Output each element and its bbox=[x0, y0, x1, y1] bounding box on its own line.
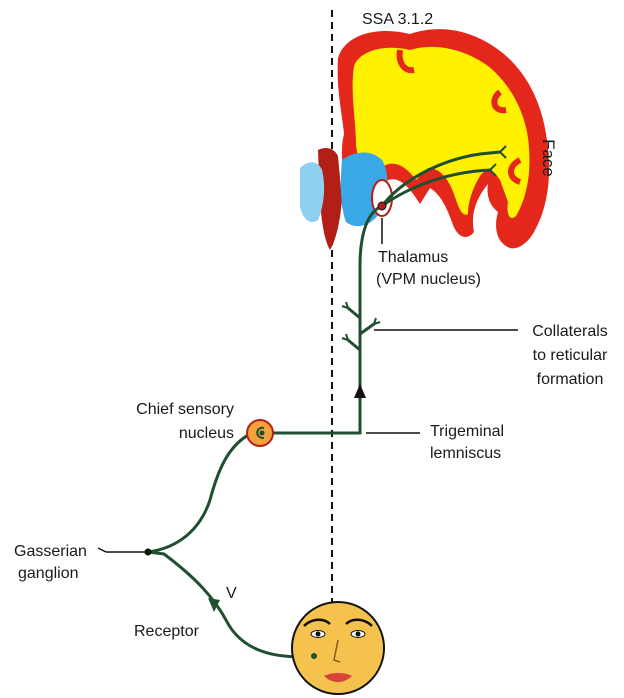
header-label: SSA 3.1.2 bbox=[362, 10, 433, 30]
collateral-1 bbox=[348, 308, 360, 318]
ascending-arrow-icon bbox=[354, 384, 366, 398]
trigeminal-lemniscus bbox=[360, 206, 382, 433]
trigeminal-label-line2: lemniscus bbox=[430, 444, 501, 464]
collateral-3 bbox=[348, 340, 360, 350]
collateral-2 bbox=[360, 324, 374, 334]
ventricle-left bbox=[300, 162, 324, 222]
trigeminal-label-line1: Trigeminal bbox=[430, 422, 504, 442]
receptor-label: Receptor bbox=[134, 622, 199, 642]
gasserian-label-line2: ganglion bbox=[18, 564, 79, 584]
brain-section bbox=[300, 29, 549, 250]
thalamic-neuron bbox=[378, 202, 386, 210]
collaterals-label-line1: Collaterals bbox=[518, 322, 622, 342]
gasserian-label-line1: Gasserian bbox=[14, 542, 87, 562]
face-receptor-field bbox=[292, 602, 384, 694]
collaterals-label-line2: to reticular bbox=[518, 346, 622, 366]
ganglion-to-nucleus bbox=[148, 434, 250, 552]
chief-sensory-label-line1: Chief sensory bbox=[90, 400, 234, 420]
leader-lines bbox=[98, 218, 518, 552]
vpm-nucleus-label: (VPM nucleus) bbox=[376, 270, 481, 290]
chief-sensory-nucleus bbox=[247, 420, 273, 446]
chief-sensory-label-line2: nucleus bbox=[90, 424, 234, 444]
face-label: Face bbox=[538, 138, 558, 178]
thalamus-label: Thalamus bbox=[378, 248, 448, 268]
nerve-v-label: V bbox=[226, 584, 237, 604]
collaterals-label-line3: formation bbox=[518, 370, 622, 390]
receptor-point bbox=[311, 653, 317, 659]
